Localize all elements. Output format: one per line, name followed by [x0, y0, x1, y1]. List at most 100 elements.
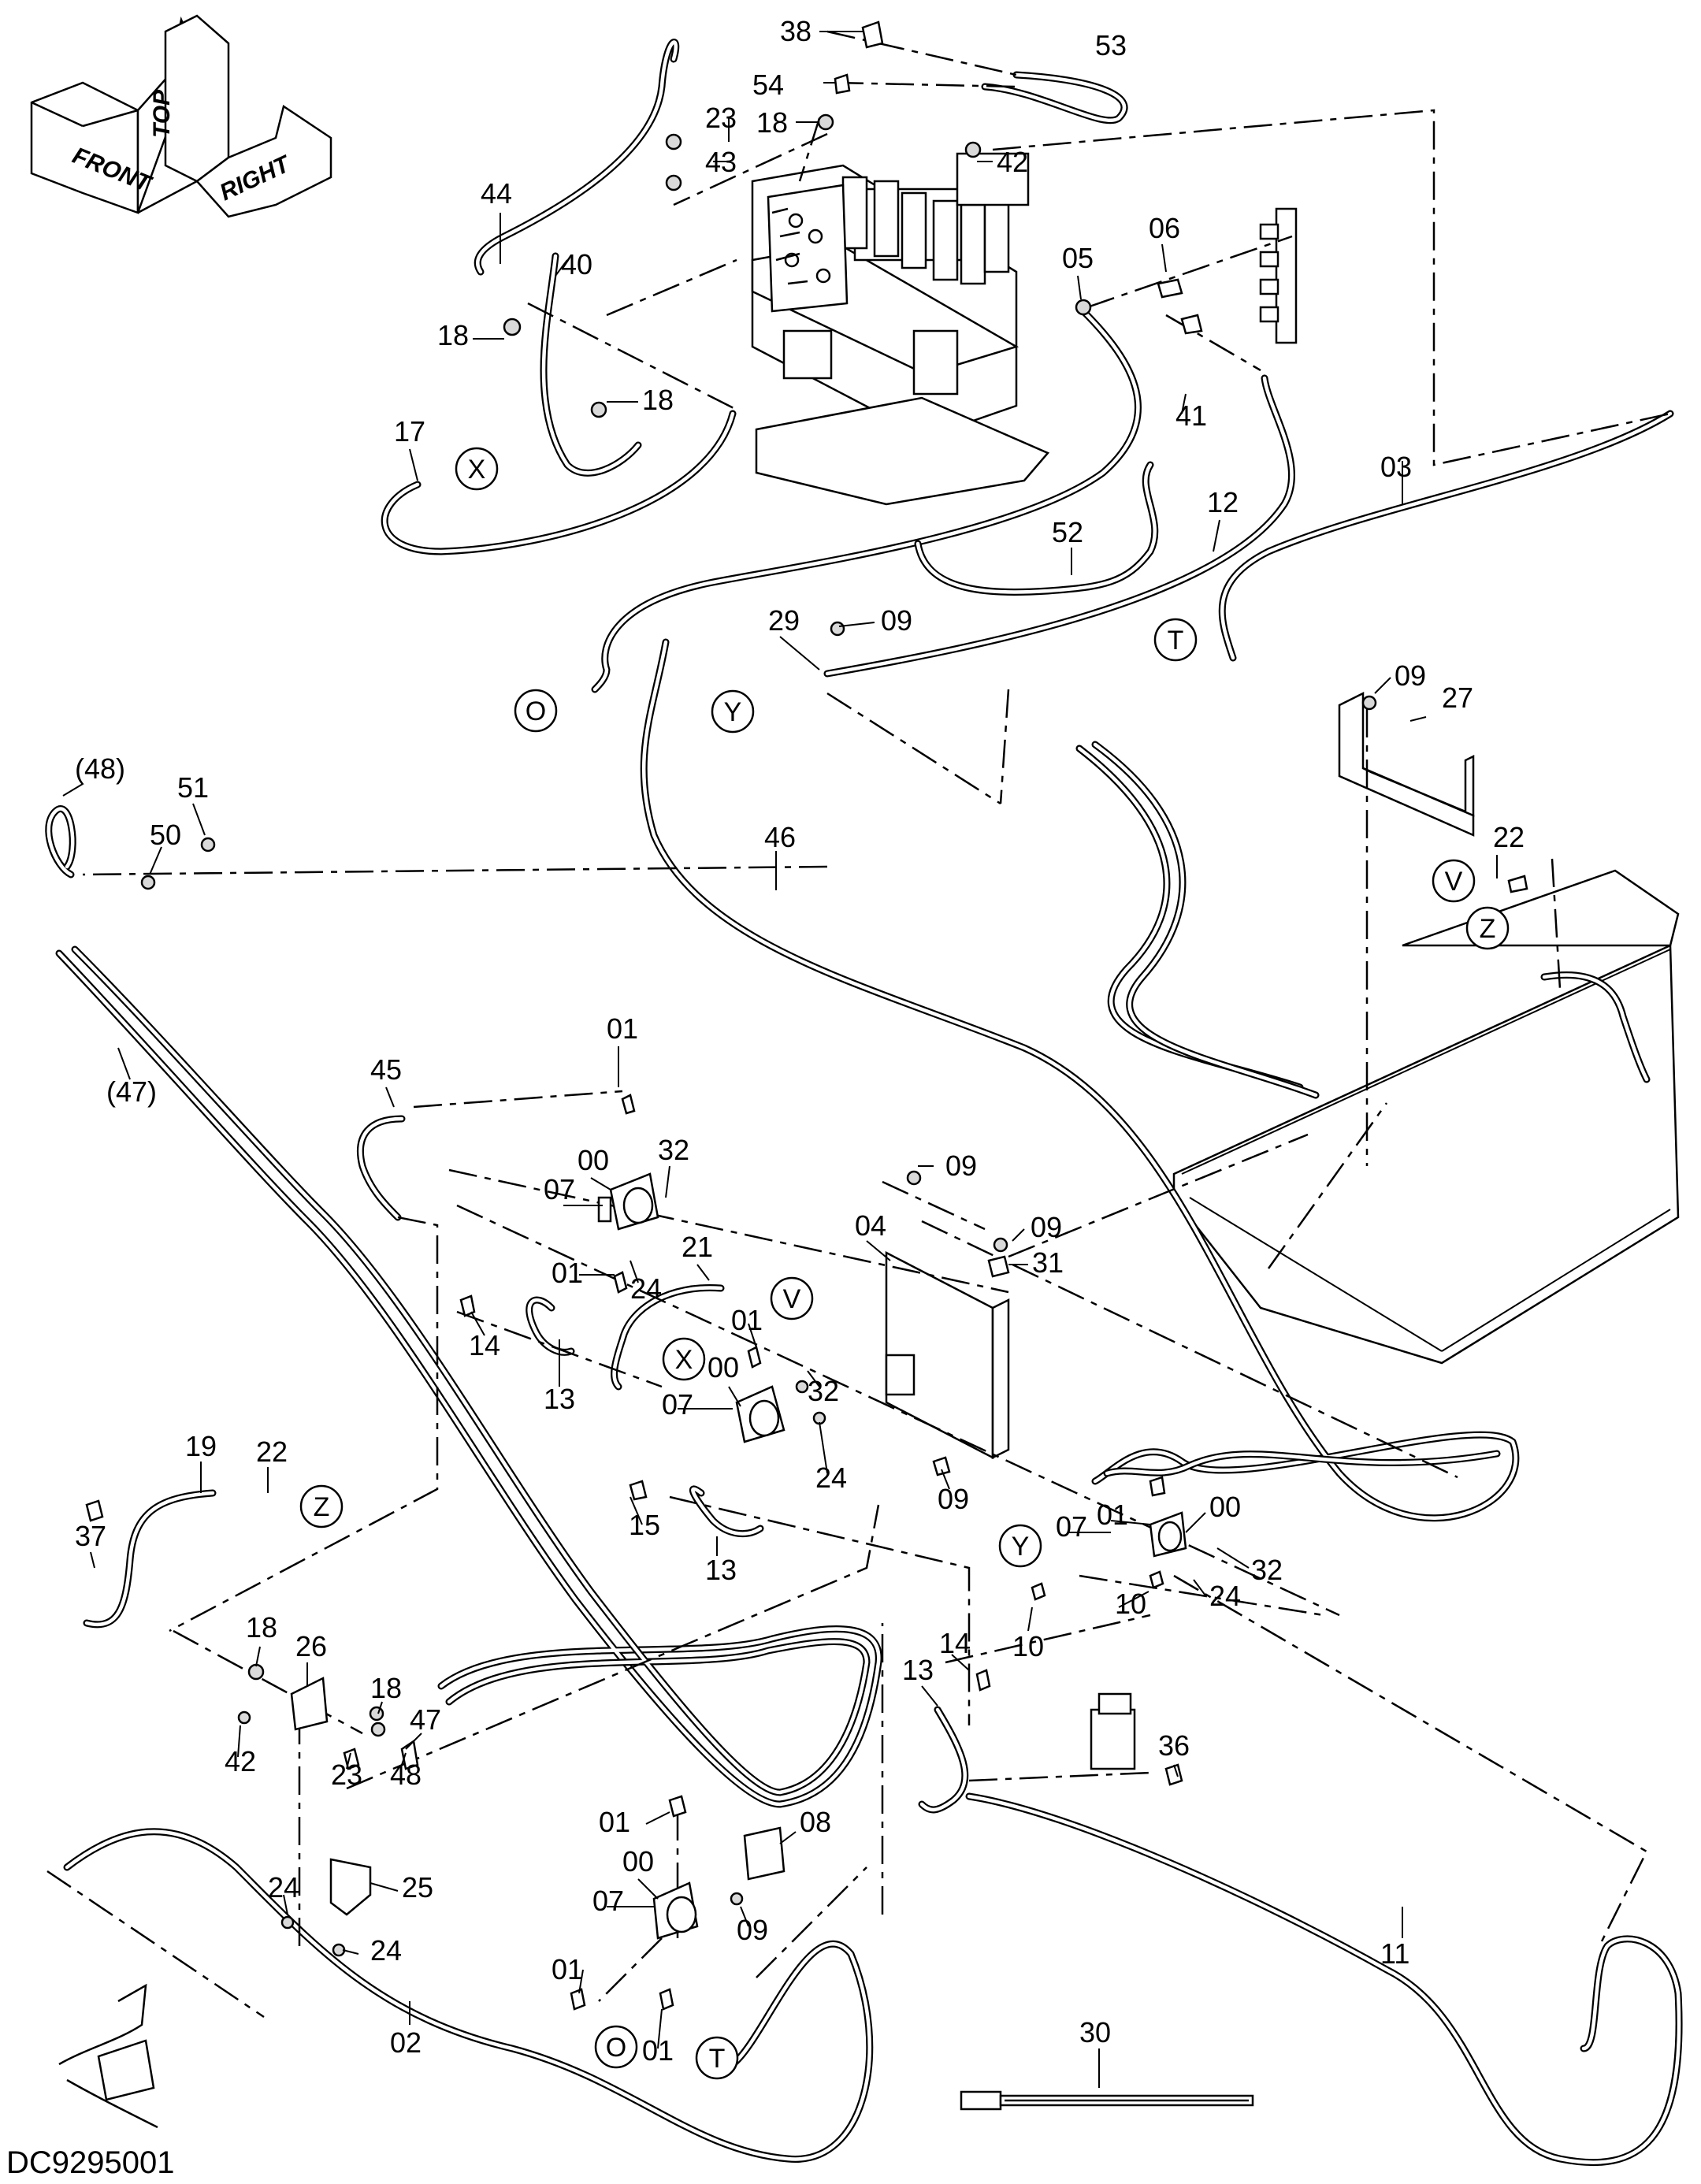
- callout-07: 07: [1056, 1510, 1087, 1543]
- callout-46: 46: [764, 821, 796, 853]
- orientation-top-label: TOP: [149, 89, 175, 138]
- callout-24: 24: [630, 1272, 662, 1305]
- callout-13: 13: [705, 1554, 737, 1586]
- svg-text:Z: Z: [314, 1492, 330, 1522]
- callout-24: 24: [370, 1934, 402, 1967]
- callout-15: 15: [629, 1509, 660, 1541]
- svg-text:T: T: [1168, 626, 1184, 656]
- callout-07: 07: [592, 1885, 624, 1917]
- orientation-indicator: FRONT TOP RIGHT: [30, 14, 332, 218]
- switch-36: [1090, 1692, 1136, 1770]
- callout-08: 08: [800, 1806, 831, 1838]
- callout-05: 05: [1062, 242, 1094, 274]
- mounting-plate-04: [885, 1250, 1010, 1460]
- callout-22: 22: [1493, 821, 1525, 853]
- leader-lines: [46, 30, 1671, 2019]
- callout-01: 01: [607, 1012, 638, 1045]
- callout-22: 22: [256, 1436, 288, 1468]
- callout-01: 01: [1097, 1499, 1128, 1531]
- callout-07: 07: [662, 1388, 693, 1421]
- callout-17: 17: [394, 415, 425, 448]
- solenoid-valve-middle: [735, 1385, 786, 1443]
- callout-31: 31: [1032, 1246, 1064, 1279]
- callout-01: 01: [552, 1257, 583, 1289]
- callout-44: 44: [481, 177, 512, 210]
- connection-markers: X O Y T V Z V X: [299, 447, 1510, 2080]
- callout-leaders: [62, 31, 1498, 2088]
- callout-38: 38: [780, 15, 812, 47]
- callout-26: 26: [295, 1630, 327, 1662]
- callout-32: 32: [1251, 1554, 1283, 1586]
- callout-42: 42: [997, 146, 1028, 178]
- callout-50: 50: [150, 819, 181, 851]
- valve-block-26: [290, 1677, 329, 1731]
- callout-01: 01: [552, 1953, 583, 1985]
- callout-13: 13: [902, 1654, 934, 1686]
- hose-assemblies: [45, 39, 1683, 2167]
- callout-30: 30: [1079, 2016, 1111, 2048]
- svg-text:V: V: [783, 1284, 801, 1314]
- part-callouts: 38 53 54 23 18 43 42 44 40 18 18 17 06 0…: [75, 15, 1525, 2067]
- solenoid-valve-upper: [597, 1172, 659, 1231]
- svg-text:O: O: [526, 696, 546, 726]
- callout-48-parenthetical: (48): [75, 752, 125, 785]
- marker-Y-lower: Y: [998, 1524, 1042, 1568]
- callout-47: 47: [410, 1703, 441, 1736]
- callout-03: 03: [1380, 451, 1412, 483]
- callout-10: 10: [1012, 1630, 1044, 1662]
- callout-14: 14: [939, 1627, 971, 1659]
- callout-00: 00: [1209, 1491, 1241, 1523]
- main-control-valve: [751, 152, 1050, 506]
- marker-Y-upper: Y: [711, 689, 755, 734]
- callout-19: 19: [185, 1430, 217, 1462]
- callout-40: 40: [561, 248, 592, 280]
- callout-52: 52: [1052, 516, 1083, 548]
- marker-V-mid: V: [770, 1276, 814, 1320]
- svg-text:V: V: [1445, 867, 1463, 897]
- callout-18: 18: [756, 106, 788, 139]
- callout-11: 11: [1380, 1937, 1409, 1970]
- callout-42: 42: [225, 1745, 256, 1777]
- callout-01: 01: [642, 2034, 674, 2067]
- callout-32: 32: [808, 1375, 839, 1407]
- solenoid-valve-lower: [652, 1881, 699, 1940]
- marker-T-lower: T: [695, 2036, 739, 2080]
- bracket-25: [329, 1858, 372, 1916]
- callout-01: 01: [731, 1304, 763, 1336]
- callout-23: 23: [705, 102, 737, 134]
- floor-plate: [1172, 869, 1680, 1365]
- callout-00: 00: [578, 1144, 609, 1176]
- svg-text:T: T: [709, 2044, 726, 2074]
- callout-53: 53: [1095, 29, 1127, 61]
- callout-32: 32: [658, 1134, 689, 1166]
- svg-text:Y: Y: [1012, 1532, 1030, 1562]
- callout-23: 23: [331, 1759, 362, 1791]
- callout-47-parenthetical: (47): [106, 1075, 157, 1108]
- callout-29: 29: [768, 604, 800, 637]
- solenoid-manifold: [1259, 207, 1298, 344]
- callout-18: 18: [437, 319, 469, 351]
- callout-09: 09: [1031, 1211, 1062, 1243]
- svg-text:Y: Y: [724, 697, 742, 727]
- callout-18: 18: [642, 384, 674, 416]
- callout-12: 12: [1207, 486, 1239, 518]
- callout-27: 27: [1442, 682, 1473, 714]
- callout-45: 45: [370, 1053, 402, 1086]
- marker-T-upper: T: [1153, 618, 1198, 662]
- marker-X-mid: X: [662, 1337, 706, 1381]
- svg-text:O: O: [606, 2033, 626, 2063]
- callout-18: 18: [370, 1672, 402, 1704]
- marker-Z-left: Z: [299, 1484, 344, 1528]
- svg-text:Z: Z: [1480, 914, 1496, 944]
- bracket-27: [1338, 691, 1475, 837]
- callout-09: 09: [881, 604, 912, 637]
- callout-09: 09: [938, 1483, 969, 1515]
- callout-04: 04: [855, 1209, 886, 1242]
- solenoid-valve-right: [1149, 1511, 1187, 1558]
- marker-O-upper: O: [514, 689, 558, 733]
- pedal-assembly: [58, 1983, 158, 2129]
- callout-07: 07: [544, 1173, 575, 1205]
- callout-51: 51: [177, 771, 209, 804]
- marker-O-lower: O: [594, 2025, 638, 2069]
